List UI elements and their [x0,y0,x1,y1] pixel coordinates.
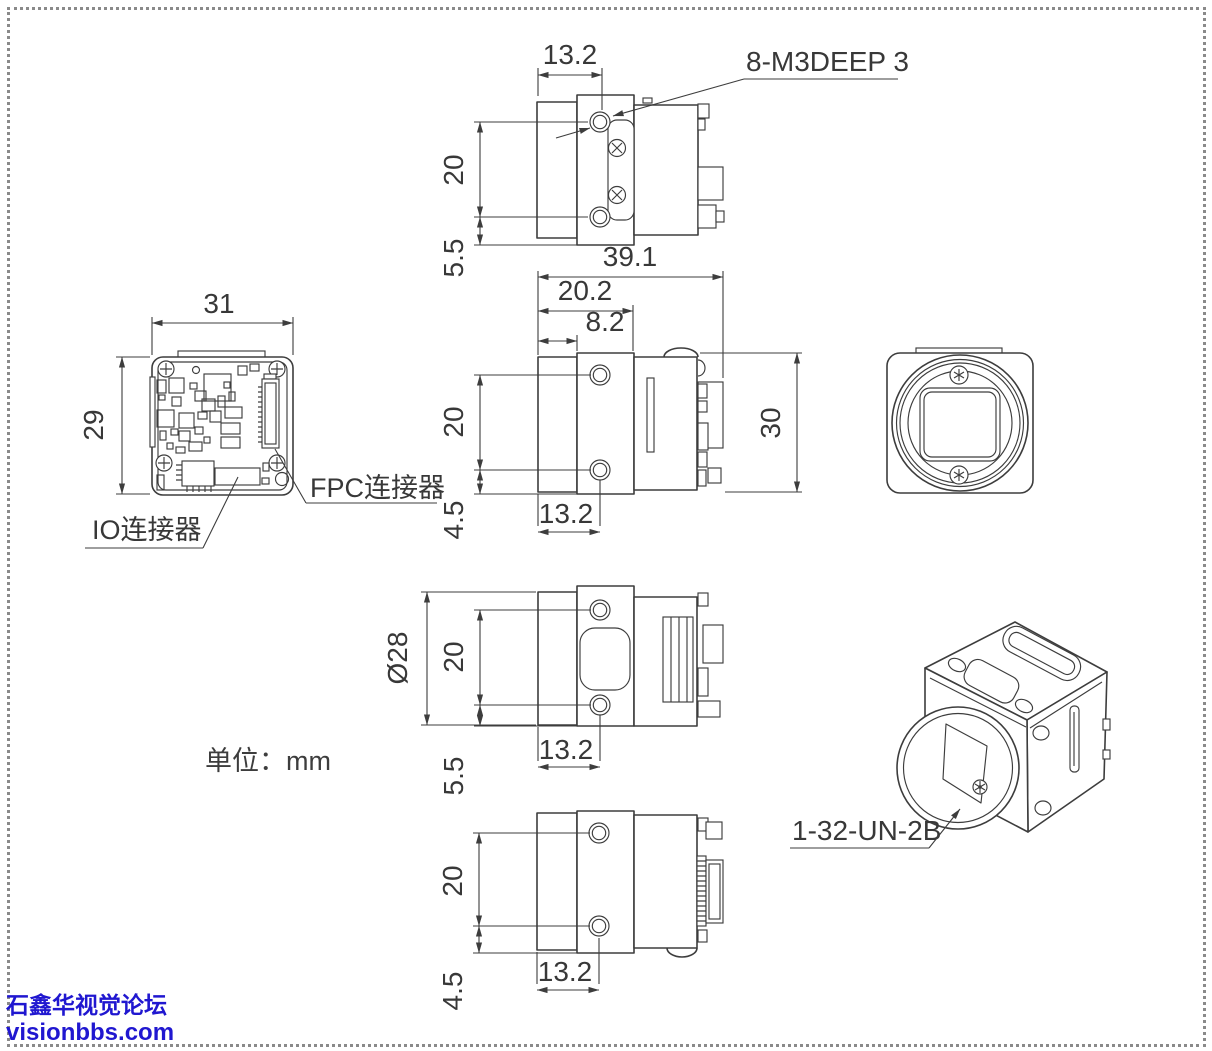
dim-top-width: 13.2 [543,39,598,70]
right-face-details [1032,705,1111,816]
dim-bottom-hole-span: 20 [438,641,469,672]
dim-side-height: 30 [755,407,786,438]
plate-screw-icon [607,138,627,205]
view-isometric: 1-32-UN-2B [790,621,1111,849]
flange-hole [589,111,611,228]
callout-lens-thread: 1-32-UN-2B [792,815,941,846]
dim-lens-diameter: Ø28 [382,632,413,685]
view-front [886,347,1034,494]
dim-bottom-edge-offset: 5.5 [438,757,469,796]
dim-top-edge-offset: 5.5 [438,239,469,278]
view-rear-pcb: 31 29 FPC连接器 IO连接器 [78,288,445,549]
mount-screw-icon [949,365,969,485]
dim-top-hole-span: 20 [438,154,469,185]
fpc-connector-part [258,373,280,449]
view-bottom-a: Ø28 20 5.5 13.2 [382,585,724,796]
lens-mount-ring [896,706,1020,830]
label-io-connector: IO连接器 [92,515,202,545]
callout-screw-thread: 8-M3DEEP 3 [746,46,909,77]
dim-side-front-width: 8.2 [586,306,625,337]
io-connector-part [176,460,261,492]
flange-hole [589,364,611,481]
board-connector-part [696,855,724,927]
view-top: 13.2 20 5.5 8-M3DEEP 3 [438,39,909,277]
dim-rear-width: 31 [203,288,234,319]
unit-note: 单位：mm [205,746,331,776]
view-side: 39.1 20.2 8.2 20 4.5 13.2 30 [438,241,802,539]
view-bottom-b: 20 4.5 13.2 [437,810,724,1011]
dim-bottom2-hole-offset: 13.2 [538,956,593,987]
dim-side-flange-width: 20.2 [558,275,613,306]
dim-rear-height: 29 [78,409,109,440]
pcb-components [156,363,290,491]
dim-side-edge-offset: 4.5 [438,501,469,540]
label-fpc-connector: FPC连接器 [310,473,445,503]
top-face-details [947,625,1082,714]
watermark-forum-name: 石鑫华视觉论坛 [6,992,167,1018]
flange-hole [588,822,610,937]
dim-side-hole-span: 20 [438,406,469,437]
watermark-site-url: visionbbs.com [6,1019,175,1046]
dim-bottom2-hole-span: 20 [437,865,468,896]
dim-side-hole-offset: 13.2 [539,498,594,529]
dim-bottom2-edge-offset: 4.5 [437,972,468,1011]
dim-bottom-hole-offset: 13.2 [539,734,594,765]
dim-side-total-width: 39.1 [603,241,658,272]
